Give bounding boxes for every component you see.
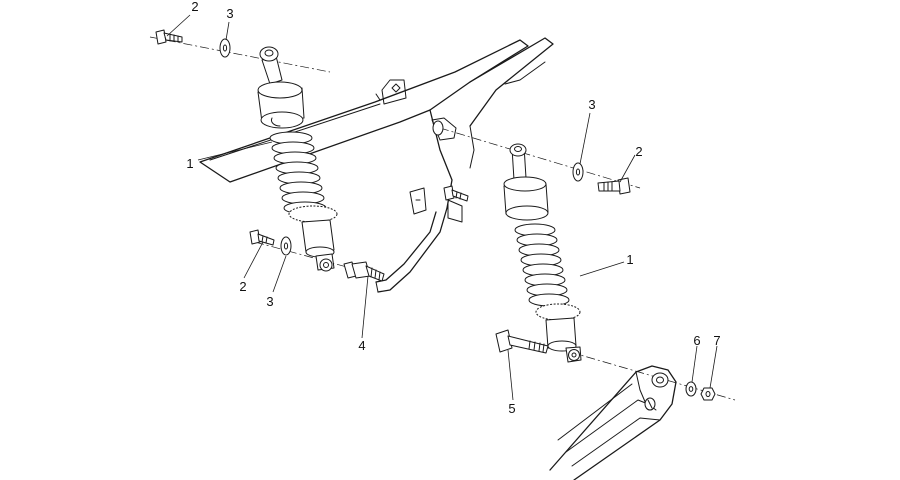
callout-1-left: 1: [186, 156, 193, 171]
washer-3-lower-left: [280, 236, 292, 256]
shock-absorber-left: [257, 46, 338, 272]
bolt-5: [495, 329, 549, 354]
callout-1-right: 1: [626, 252, 633, 267]
shock-absorber-right: [503, 143, 582, 363]
washer-3-top-left: [219, 38, 231, 58]
bolt-2-right: [597, 177, 631, 195]
callout-labels: 2 3 1 3 2 1 2 3 4 5 6 7: [186, 0, 720, 416]
callout-3-lower-left: 3: [266, 294, 273, 309]
bolt-2-lower-left: [249, 229, 275, 246]
nut-7: [700, 387, 716, 401]
callout-2-top-left: 2: [191, 0, 198, 14]
callout-2-lower-left: 2: [239, 279, 246, 294]
washer-3-right: [572, 162, 584, 182]
callout-6: 6: [693, 333, 700, 348]
callout-3-right: 3: [588, 97, 595, 112]
axis-lines: [149, 36, 736, 401]
callout-5: 5: [508, 401, 515, 416]
bolt-2-top-left: [155, 29, 183, 45]
callout-4: 4: [358, 338, 365, 353]
bolt-small-frame: [443, 185, 469, 202]
frame-structure: [199, 37, 554, 293]
washer-6: [685, 381, 697, 397]
leader-lines: [166, 14, 718, 401]
swing-arm: [549, 365, 677, 480]
callout-2-right: 2: [635, 144, 642, 159]
callout-7: 7: [713, 333, 720, 348]
stud-4: [343, 261, 385, 282]
callout-3-top-left: 3: [226, 6, 233, 21]
